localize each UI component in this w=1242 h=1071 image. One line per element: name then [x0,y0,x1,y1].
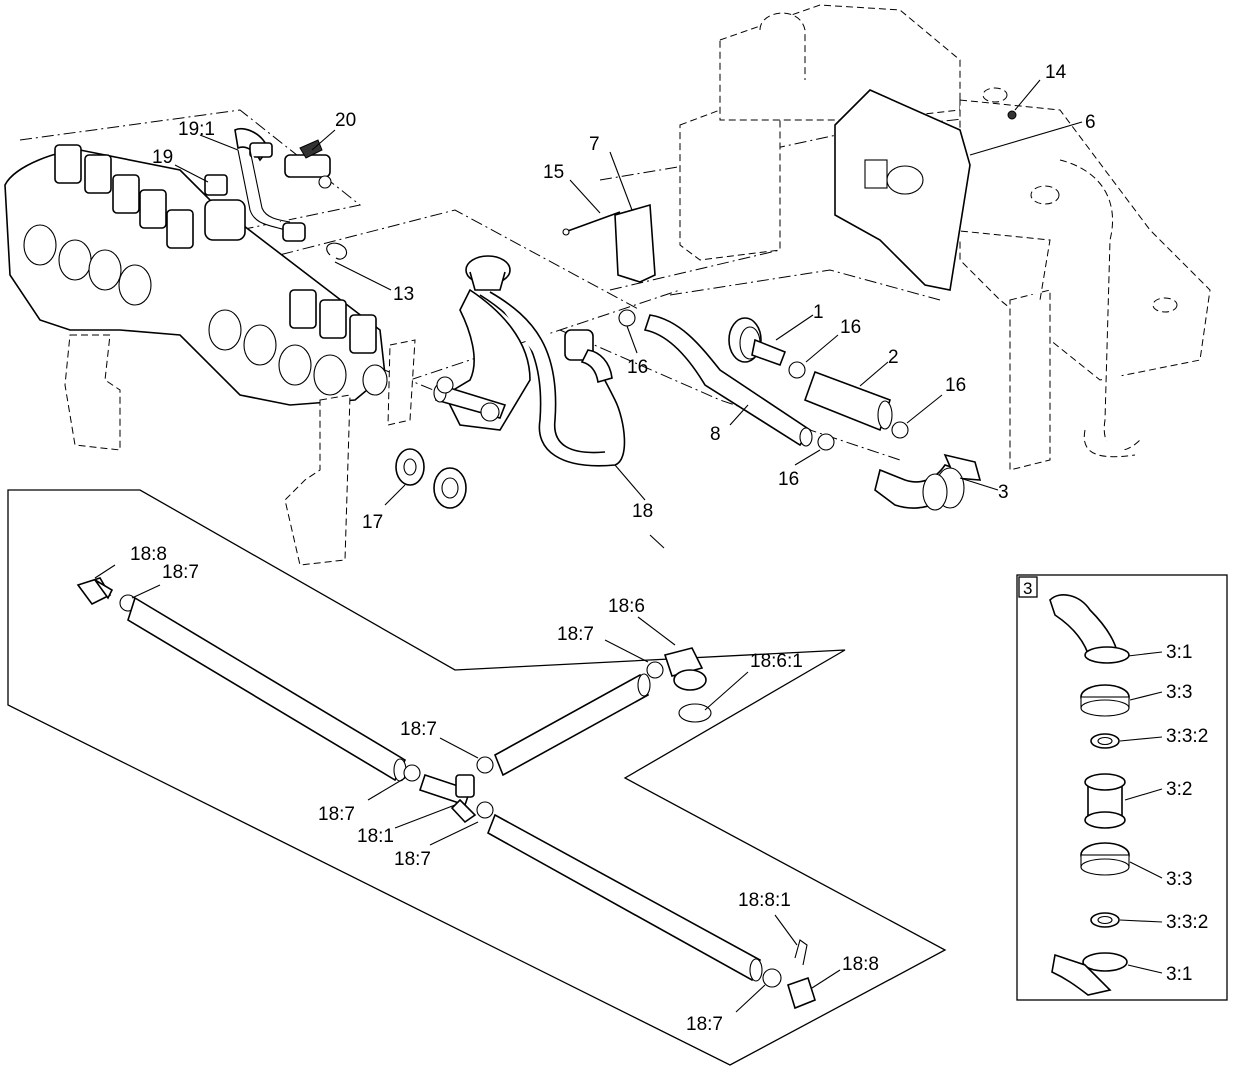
hose-18-assembly [433,255,626,467]
callout-3-3-a: 3:3 [1166,682,1192,703]
callout-18-7-b: 18:7 [557,624,594,645]
flange-clamp-17 [395,448,467,509]
boom-valve-assembly [4,144,388,406]
callout-2: 2 [888,347,899,368]
callout-18-8-1: 18:8:1 [738,890,791,911]
callout-3-1-a: 3:1 [1166,642,1192,663]
callout-18-8-b: 18:8 [842,954,879,975]
callout-3-3-2-b: 3:3:2 [1166,912,1208,933]
fitting-13-connector [282,222,306,242]
support-bracket-right [284,394,351,566]
elbow-fitting-3 [874,453,982,511]
callout-18-6: 18:6 [608,596,645,617]
coupling-19 [204,174,228,196]
plate-valve-block [864,159,888,189]
clamp-16-b [788,361,806,379]
callout-3-1-b: 3:1 [1166,964,1192,985]
callout-18-7-e: 18:7 [394,849,431,870]
callout-labels: 1 2 3 6 7 8 13 14 15 16 16 16 16 17 18 1… [130,62,1208,1035]
callout-13: 13 [393,284,414,305]
hose-19-1b [249,149,291,223]
callout-18-7-a: 18:7 [162,562,199,583]
callout-19: 19 [152,147,173,168]
callout-18-1: 18:1 [357,826,394,847]
callout-3-2: 3:2 [1166,779,1192,800]
callout-17: 17 [362,512,383,533]
machine-frame-phantom [679,4,1211,471]
inset-3-parts [1049,594,1130,996]
clamp-16-d [817,433,835,451]
callout-16-c: 16 [945,375,966,396]
detail-18-frame [7,489,947,1066]
elbow-fitting-19-1 [234,128,273,162]
callout-18-8-a: 18:8 [130,544,167,565]
callout-18-6-1: 18:6:1 [750,651,803,672]
support-post [387,339,416,426]
detail-18-parts [76,577,816,1010]
hose-2 [803,370,892,432]
callout-18-7-f: 18:7 [686,1014,723,1035]
leader-lines [94,79,1163,1013]
rod-15-head [562,228,570,236]
bracket-7 [614,203,656,283]
callout-3: 3 [998,482,1009,503]
callout-19-1: 19:1 [178,119,215,140]
support-bracket-left [64,334,121,451]
callout-7: 7 [589,134,600,155]
inset-3-tag: 3 [1023,579,1032,598]
rod-15 [564,211,621,233]
callout-18-7-d: 18:7 [318,804,355,825]
callout-16-d: 16 [778,469,799,490]
inset-3-frame [1016,574,1228,1001]
callout-8: 8 [710,424,721,445]
clamp-16-c [891,421,909,439]
clip-13 [326,242,348,260]
callout-18: 18 [632,501,653,522]
callout-16-b: 16 [840,317,861,338]
hose-8 [643,314,812,447]
hose-8-end [799,427,813,447]
ball-valve-20 [284,139,332,189]
inset-3-tag-box [1018,576,1038,598]
callout-3-3-b: 3:3 [1166,869,1192,890]
callout-15: 15 [543,162,564,183]
bolt-14 [1007,110,1017,120]
hose-2-end [877,400,893,430]
callout-6: 6 [1085,112,1096,133]
callout-16-a: 16 [627,357,648,378]
callout-1: 1 [813,302,824,323]
callout-3-3-2-a: 3:3:2 [1166,726,1208,747]
callout-18-7-c: 18:7 [400,719,437,740]
flange-adapter-1 [728,317,787,367]
alignment-lines [19,109,1001,461]
callout-20: 20 [335,110,356,131]
clamp-16-a [618,309,636,327]
callout-14: 14 [1045,62,1067,83]
plate-port [886,165,924,195]
